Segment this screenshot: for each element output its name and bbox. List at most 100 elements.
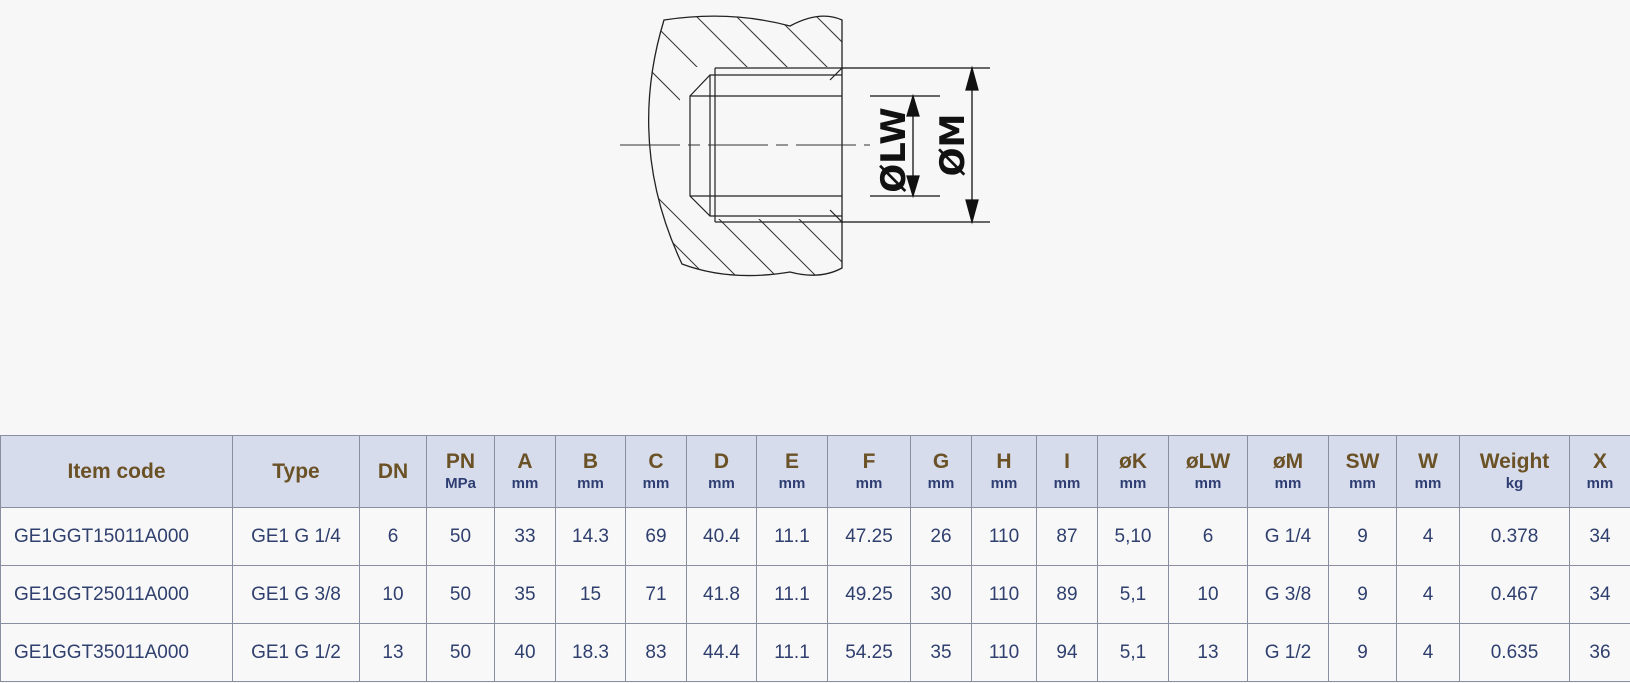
table-cell: 71 bbox=[625, 565, 687, 624]
table-cell: 50 bbox=[426, 507, 495, 566]
table-cell: 110 bbox=[971, 623, 1037, 682]
table-cell: 4 bbox=[1396, 507, 1460, 566]
table-cell: 69 bbox=[625, 507, 687, 566]
table-cell: 35 bbox=[910, 623, 972, 682]
table-cell: G 3/8 bbox=[1247, 565, 1329, 624]
column-unit: mm bbox=[708, 474, 735, 492]
column-unit: mm bbox=[642, 474, 670, 492]
table-cell: 11.1 bbox=[756, 507, 828, 566]
column-unit: kg bbox=[1505, 474, 1524, 492]
column-name: G bbox=[932, 449, 950, 473]
table-cell: 54.25 bbox=[827, 623, 911, 682]
table-cell: 5,10 bbox=[1097, 507, 1169, 566]
column-name: B bbox=[582, 449, 599, 473]
table-cell: 6 bbox=[1168, 507, 1248, 566]
table-cell: 6 bbox=[359, 507, 427, 566]
column-name: DN bbox=[377, 459, 409, 483]
column-unit: mm bbox=[1586, 474, 1614, 492]
table-cell: GE1GGT35011A000 bbox=[0, 623, 233, 682]
table-cell: 0.467 bbox=[1459, 565, 1570, 624]
column-name: PN bbox=[445, 449, 476, 473]
table-cell: 0.378 bbox=[1459, 507, 1570, 566]
table-cell: 94 bbox=[1036, 623, 1098, 682]
column-name: Weight bbox=[1479, 449, 1550, 473]
table-cell: 9 bbox=[1328, 623, 1397, 682]
table-cell: 34 bbox=[1569, 565, 1630, 624]
column-unit: mm bbox=[1194, 474, 1222, 492]
table-cell: GE1GGT15011A000 bbox=[0, 507, 233, 566]
table-cell: 40.4 bbox=[686, 507, 757, 566]
table-cell: 4 bbox=[1396, 623, 1460, 682]
table-cell: GE1 G 3/8 bbox=[232, 565, 360, 624]
table-cell: 14.3 bbox=[555, 507, 626, 566]
table-cell: 33 bbox=[494, 507, 556, 566]
table-cell: 11.1 bbox=[756, 565, 828, 624]
table-cell: 40 bbox=[494, 623, 556, 682]
column-unit: mm bbox=[1053, 474, 1081, 492]
column-unit: mm bbox=[855, 474, 883, 492]
table-cell: 9 bbox=[1328, 565, 1397, 624]
table-cell: G 1/4 bbox=[1247, 507, 1329, 566]
technical-drawing: ØLW ØM bbox=[620, 0, 1040, 290]
table-cell: GE1 G 1/4 bbox=[232, 507, 360, 566]
table-cell: 9 bbox=[1328, 507, 1397, 566]
table-cell: 44.4 bbox=[686, 623, 757, 682]
column-name: A bbox=[517, 449, 533, 473]
column-name: E bbox=[784, 449, 799, 473]
column-name: X bbox=[1592, 449, 1607, 473]
table-cell: GE1GGT25011A000 bbox=[0, 565, 233, 624]
column-unit: mm bbox=[1274, 474, 1302, 492]
table-cell: 34 bbox=[1569, 507, 1630, 566]
table-cell: 36 bbox=[1569, 623, 1630, 682]
cross-section-diagram: ØLW ØM bbox=[620, 15, 990, 277]
column-header: DN bbox=[359, 435, 427, 508]
table-cell: 50 bbox=[426, 565, 495, 624]
column-unit: MPa bbox=[445, 474, 476, 492]
column-name: F bbox=[862, 449, 876, 473]
column-header: Item code bbox=[0, 435, 233, 508]
table-cell: 13 bbox=[1168, 623, 1248, 682]
table-cell: 18.3 bbox=[555, 623, 626, 682]
table-cell: 87 bbox=[1036, 507, 1098, 566]
table-cell: 10 bbox=[359, 565, 427, 624]
column-unit: mm bbox=[778, 474, 806, 492]
table-cell: 47.25 bbox=[827, 507, 911, 566]
column-name: C bbox=[648, 449, 664, 473]
table-cell: 41.8 bbox=[686, 565, 757, 624]
table-cell: 110 bbox=[971, 507, 1037, 566]
column-name: Type bbox=[272, 459, 320, 483]
column-header: Type bbox=[232, 435, 360, 508]
m-dimension-label: ØM bbox=[933, 114, 973, 177]
table-cell: 15 bbox=[555, 565, 626, 624]
table-cell: 11.1 bbox=[756, 623, 828, 682]
table-cell: 5,1 bbox=[1097, 623, 1169, 682]
table-cell: 30 bbox=[910, 565, 972, 624]
column-unit: mm bbox=[511, 474, 539, 492]
table-cell: 89 bbox=[1036, 565, 1098, 624]
table-cell: 4 bbox=[1396, 565, 1460, 624]
table-cell: 50 bbox=[426, 623, 495, 682]
column-unit: mm bbox=[990, 474, 1018, 492]
table-cell: 110 bbox=[971, 565, 1037, 624]
column-name: SW bbox=[1345, 449, 1380, 473]
column-unit: mm bbox=[1119, 474, 1147, 492]
